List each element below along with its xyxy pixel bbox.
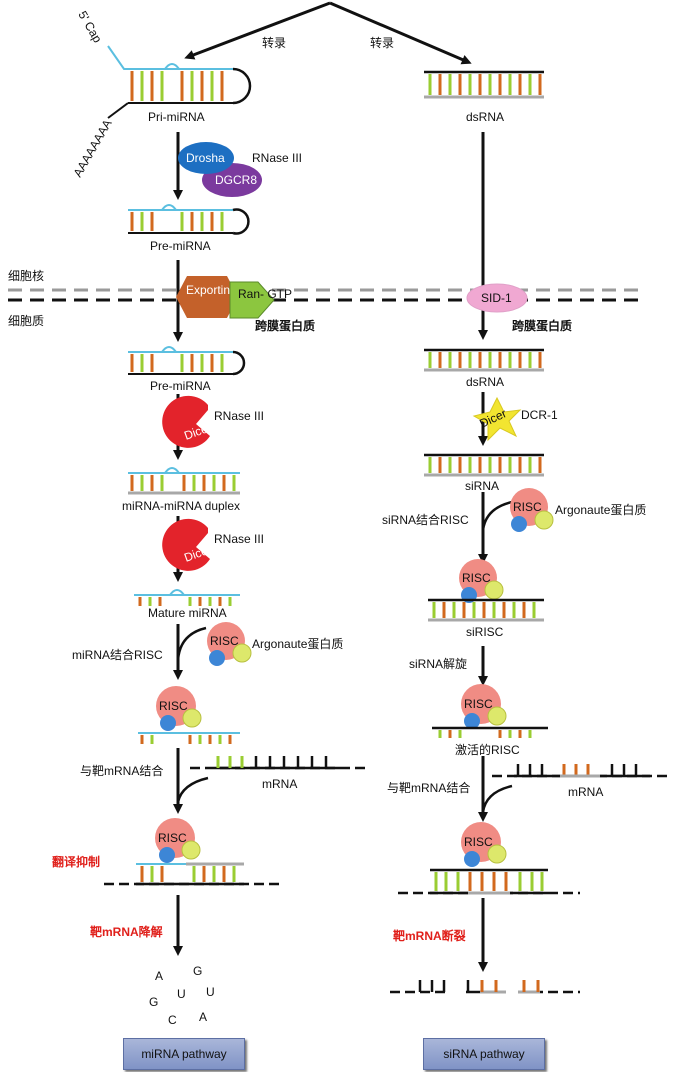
rnase3-label-c: RNase III bbox=[214, 532, 264, 546]
dcr1-label: DCR-1 bbox=[521, 408, 558, 422]
transcription-arrows: 转录 转录 bbox=[184, 1, 472, 65]
sirna: siRNA bbox=[424, 453, 544, 493]
drosha-shape bbox=[178, 142, 234, 174]
dicer-2: Dicer RNase III bbox=[162, 518, 264, 571]
cleavage-label: 靶mRNA断裂 bbox=[393, 928, 466, 943]
risc-right-4: RISC bbox=[398, 822, 580, 895]
nucleotide: A bbox=[155, 969, 163, 983]
mature-mirna: Mature miRNA bbox=[134, 589, 240, 620]
dsrna-label-2: dsRNA bbox=[466, 375, 504, 389]
risc-label-r2: RISC bbox=[462, 571, 491, 585]
dicer-1: Dicer RNase III bbox=[162, 395, 264, 448]
polya-label: AAAAAAAA bbox=[70, 117, 114, 179]
risc-right-1: RISC Argonaute蛋白质 siRNA结合RISC bbox=[382, 488, 646, 532]
nucleotide: G bbox=[149, 995, 158, 1009]
risc-label-l1: RISC bbox=[210, 634, 239, 648]
sid1-channel: SID-1 跨膜蛋白质 bbox=[466, 283, 572, 333]
membrane-protein-left: 跨膜蛋白质 bbox=[255, 318, 315, 333]
exportin-shape bbox=[176, 276, 238, 318]
risc-left-2: RISC bbox=[138, 686, 240, 744]
left-target-mrna: mRNA 与靶mRNA结合 bbox=[80, 756, 370, 791]
dicer-shape-1 bbox=[162, 395, 210, 448]
transcribe-right-label: 转录 bbox=[370, 35, 394, 50]
sid1-label: SID-1 bbox=[481, 291, 512, 305]
dsrna-2: dsRNA bbox=[424, 348, 544, 389]
translation-inhibition-label: 翻译抑制 bbox=[52, 854, 100, 869]
sirisc-label: siRISC bbox=[466, 625, 504, 639]
mirna-duplex: miRNA-miRNA duplex bbox=[122, 467, 240, 513]
sid1-shape bbox=[466, 283, 528, 313]
pre-mirna-2: Pre-miRNA bbox=[128, 346, 246, 393]
risc-label-r4: RISC bbox=[464, 835, 493, 849]
cap-label: 5' Cap bbox=[75, 9, 104, 46]
dsrna-top-ticks bbox=[428, 74, 542, 95]
dicer-shape-2 bbox=[162, 518, 210, 571]
right-bind-target-label: 与靶mRNA结合 bbox=[387, 780, 470, 795]
drosha-label: Drosha bbox=[186, 151, 225, 165]
risc-label-r3: RISC bbox=[464, 697, 493, 711]
rnase3-label-a: RNase III bbox=[252, 151, 302, 165]
mrna-label-left: mRNA bbox=[262, 777, 297, 791]
pre-mirna-label-2: Pre-miRNA bbox=[150, 379, 211, 393]
drosha-complex: DGCR8 Drosha RNase III bbox=[178, 142, 302, 197]
activated-risc-label: 激活的RISC bbox=[455, 742, 520, 757]
pri-mirna-label: Pri-miRNA bbox=[148, 110, 205, 124]
right-target-mrna: mRNA 与靶mRNA结合 bbox=[387, 764, 672, 799]
nucleus-label: 细胞核 bbox=[8, 269, 44, 283]
risc-label-r1: RISC bbox=[513, 500, 542, 514]
sirna-bind-risc-label: siRNA结合RISC bbox=[382, 512, 469, 527]
nuclear-membrane: 细胞核 细胞质 bbox=[8, 269, 642, 328]
dicer-star-shape bbox=[472, 396, 522, 442]
dicer-star: Dicer DCR-1 bbox=[472, 396, 558, 442]
ran-gtp-shape bbox=[229, 281, 275, 319]
cytoplasm-label: 细胞质 bbox=[8, 314, 44, 328]
membrane-protein-right: 跨膜蛋白质 bbox=[512, 318, 572, 333]
pre-mirna-1: Pre-miRNA bbox=[128, 204, 250, 253]
risc-left-3: RISC 翻译抑制 bbox=[52, 818, 280, 886]
duplex-label: miRNA-miRNA duplex bbox=[122, 499, 240, 513]
nucleotide: G bbox=[193, 964, 202, 978]
left-bind-target-label: 与靶mRNA结合 bbox=[80, 763, 163, 778]
transcribe-left-label: 转录 bbox=[262, 35, 286, 50]
sirna-pathway-box: siRNA pathway bbox=[423, 1038, 545, 1070]
pre-mirna-label-1: Pre-miRNA bbox=[150, 239, 211, 253]
sirisc: RISC siRISC bbox=[428, 559, 544, 639]
sirna-unwind-label: siRNA解旋 bbox=[409, 657, 467, 671]
exportin-complex: Exportin -5 Ran- GTP 跨膜蛋白质 bbox=[176, 276, 315, 333]
nucleotide: U bbox=[206, 985, 215, 999]
dsrna-top: dsRNA bbox=[424, 70, 544, 124]
mirna-bind-risc-label: miRNA结合RISC bbox=[72, 647, 163, 662]
dsrna-label-1: dsRNA bbox=[466, 110, 504, 124]
mature-mirna-label: Mature miRNA bbox=[148, 606, 227, 620]
pri-mirna-ticks bbox=[130, 71, 224, 101]
risc-label-l3: RISC bbox=[158, 831, 187, 845]
risc-left-1: RISC Argonaute蛋白质 miRNA结合RISC bbox=[72, 622, 343, 666]
sirna-label: siRNA bbox=[465, 479, 499, 493]
nucleotide: A bbox=[199, 1010, 207, 1024]
degradation: 靶mRNA降解 A G G U U C A bbox=[90, 924, 215, 1027]
nucleotide: C bbox=[168, 1013, 177, 1027]
rnase3-label-b: RNase III bbox=[214, 409, 264, 423]
argonaute-label-right: Argonaute蛋白质 bbox=[555, 502, 646, 517]
degradation-label: 靶mRNA降解 bbox=[90, 924, 163, 939]
mirna-pathway-box: miRNA pathway bbox=[123, 1038, 245, 1070]
activated-risc: RISC 激活的RISC bbox=[432, 684, 548, 757]
cleavage: 靶mRNA断裂 bbox=[390, 928, 580, 994]
risc-label-l2: RISC bbox=[159, 699, 188, 713]
nucleotide: U bbox=[177, 987, 186, 1001]
argonaute-label-left: Argonaute蛋白质 bbox=[252, 636, 343, 651]
mrna-label-right: mRNA bbox=[568, 785, 603, 799]
dgcr8-label: DGCR8 bbox=[215, 173, 257, 187]
ran-gtp-label: Ran- GTP bbox=[238, 287, 292, 301]
